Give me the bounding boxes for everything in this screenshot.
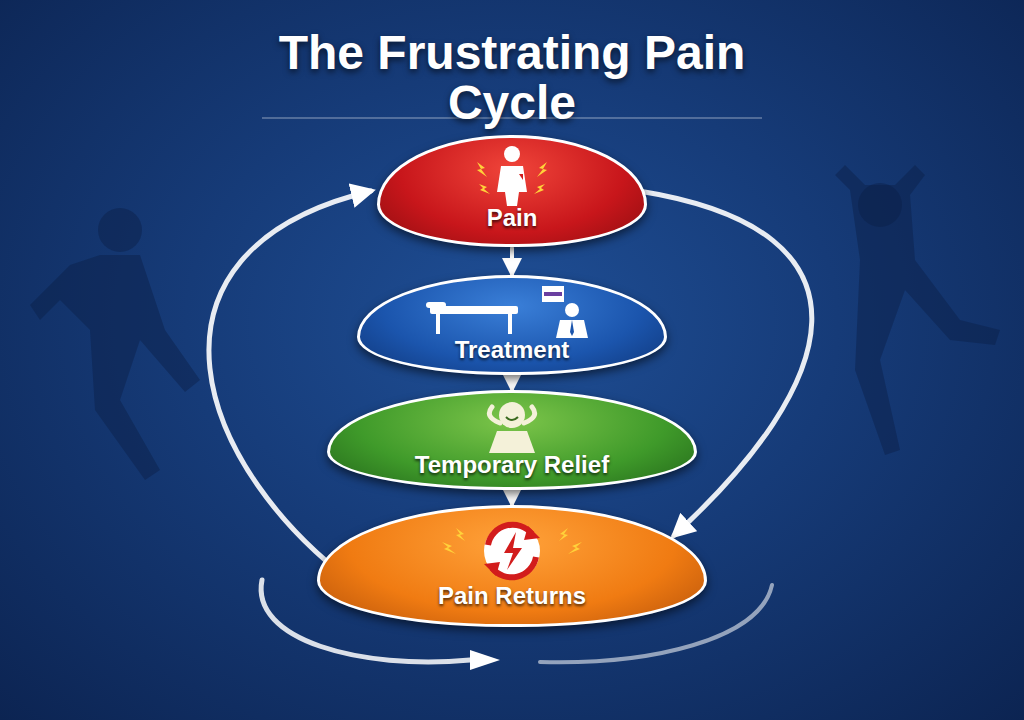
stage-icon xyxy=(422,286,602,342)
stage-icon xyxy=(467,395,557,457)
stage-icon xyxy=(412,518,612,588)
cycle-arrow xyxy=(209,191,371,590)
stage-label: Treatment xyxy=(360,336,664,364)
stage-label: Temporary Relief xyxy=(330,451,694,479)
cycle-arrow xyxy=(639,191,812,536)
stage-dome: Temporary Relief xyxy=(327,390,697,490)
cycle-arrow xyxy=(510,376,514,389)
stage-dome: Pain xyxy=(377,135,647,247)
cycle-arrow xyxy=(510,491,514,504)
stretching-silhouette xyxy=(835,165,1000,455)
stage-icon xyxy=(457,144,567,210)
diagram-title: The Frustrating Pain Cycle xyxy=(262,28,762,128)
stage-dome: Treatment xyxy=(357,275,667,375)
stage-label: Pain xyxy=(380,204,644,232)
stage-dome: Pain Returns xyxy=(317,505,707,627)
cycle-arrow xyxy=(510,248,514,274)
stage-label: Pain Returns xyxy=(320,582,704,610)
runner-silhouette xyxy=(30,208,200,480)
